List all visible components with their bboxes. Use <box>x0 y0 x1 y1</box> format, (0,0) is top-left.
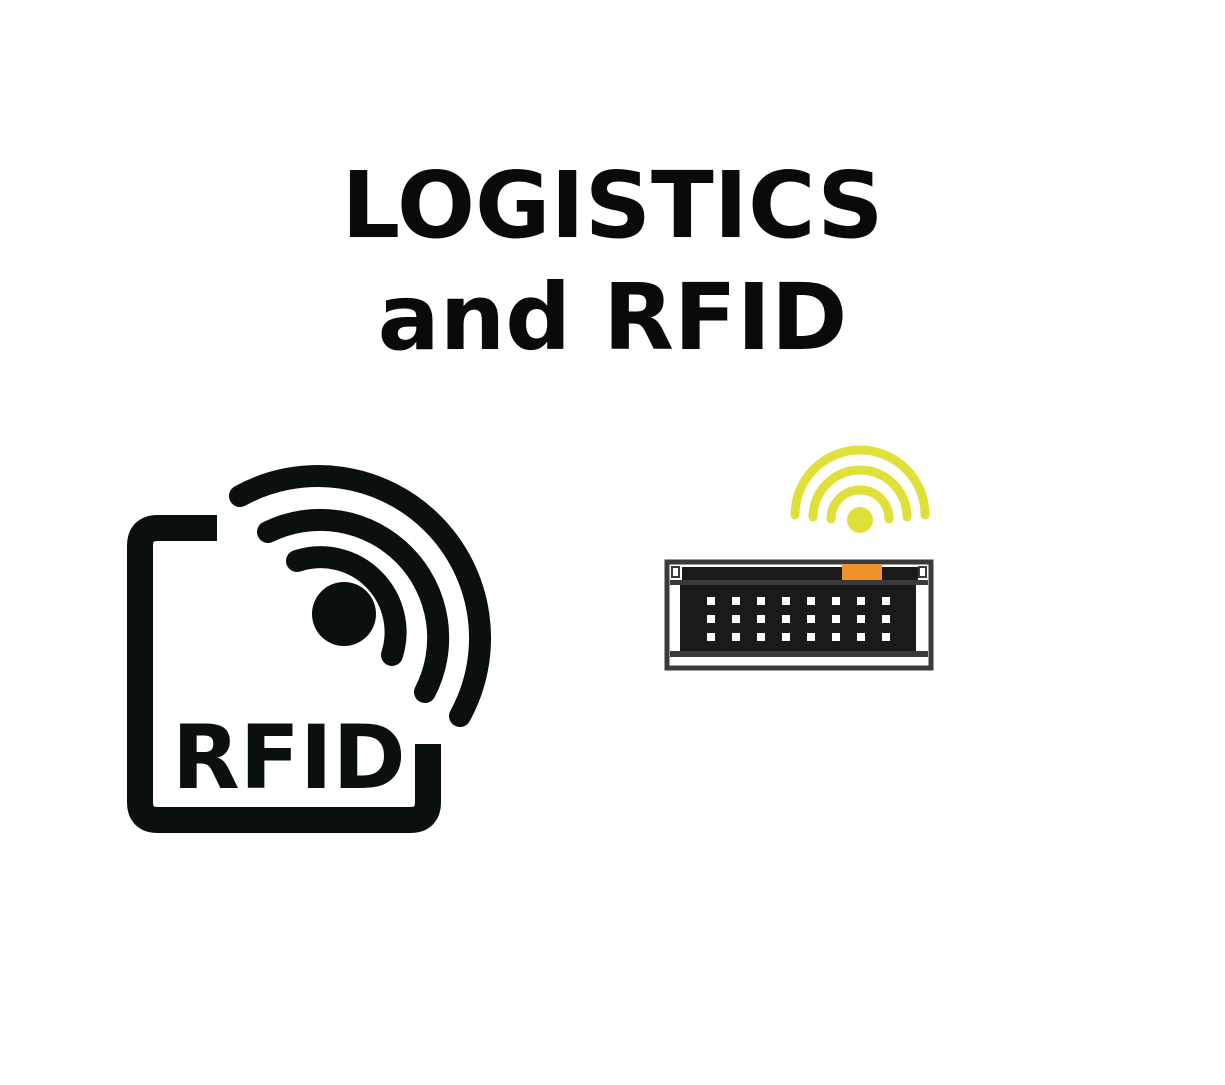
wireless-dot-icon <box>847 507 873 533</box>
reader-body <box>680 585 916 651</box>
signal-dot-icon <box>312 582 376 646</box>
wireless-arc-inner-icon <box>826 485 894 524</box>
rfid-tag-label: RFID <box>172 706 406 809</box>
signal-arc-large-icon <box>229 464 492 727</box>
rfid-tag-graphic: RFID <box>127 464 492 833</box>
signal-arc-medium-icon <box>257 508 450 703</box>
reader-bottom-bar <box>670 651 928 657</box>
signal-arc-small-icon <box>286 546 407 666</box>
rfid-tag-icon: RFID <box>120 440 520 840</box>
reader-key-grid <box>707 597 890 641</box>
title-line-2: and RFID <box>377 264 848 371</box>
wireless-arc-middle-icon <box>808 465 912 522</box>
reader-cap-left <box>671 566 680 578</box>
reader-divider <box>670 580 928 585</box>
card-outline <box>127 515 441 833</box>
rfid-reader-graphic <box>664 445 934 671</box>
rfid-reader-icon <box>660 445 940 675</box>
reader-top-bar <box>682 567 918 580</box>
title-line-1: LOGISTICS <box>341 152 884 259</box>
wireless-arc-outer-icon <box>790 445 930 520</box>
page-title: LOGISTICS and RFID <box>0 150 1225 374</box>
reader-cap-right <box>918 566 927 578</box>
reader-indicator-light <box>842 564 882 582</box>
